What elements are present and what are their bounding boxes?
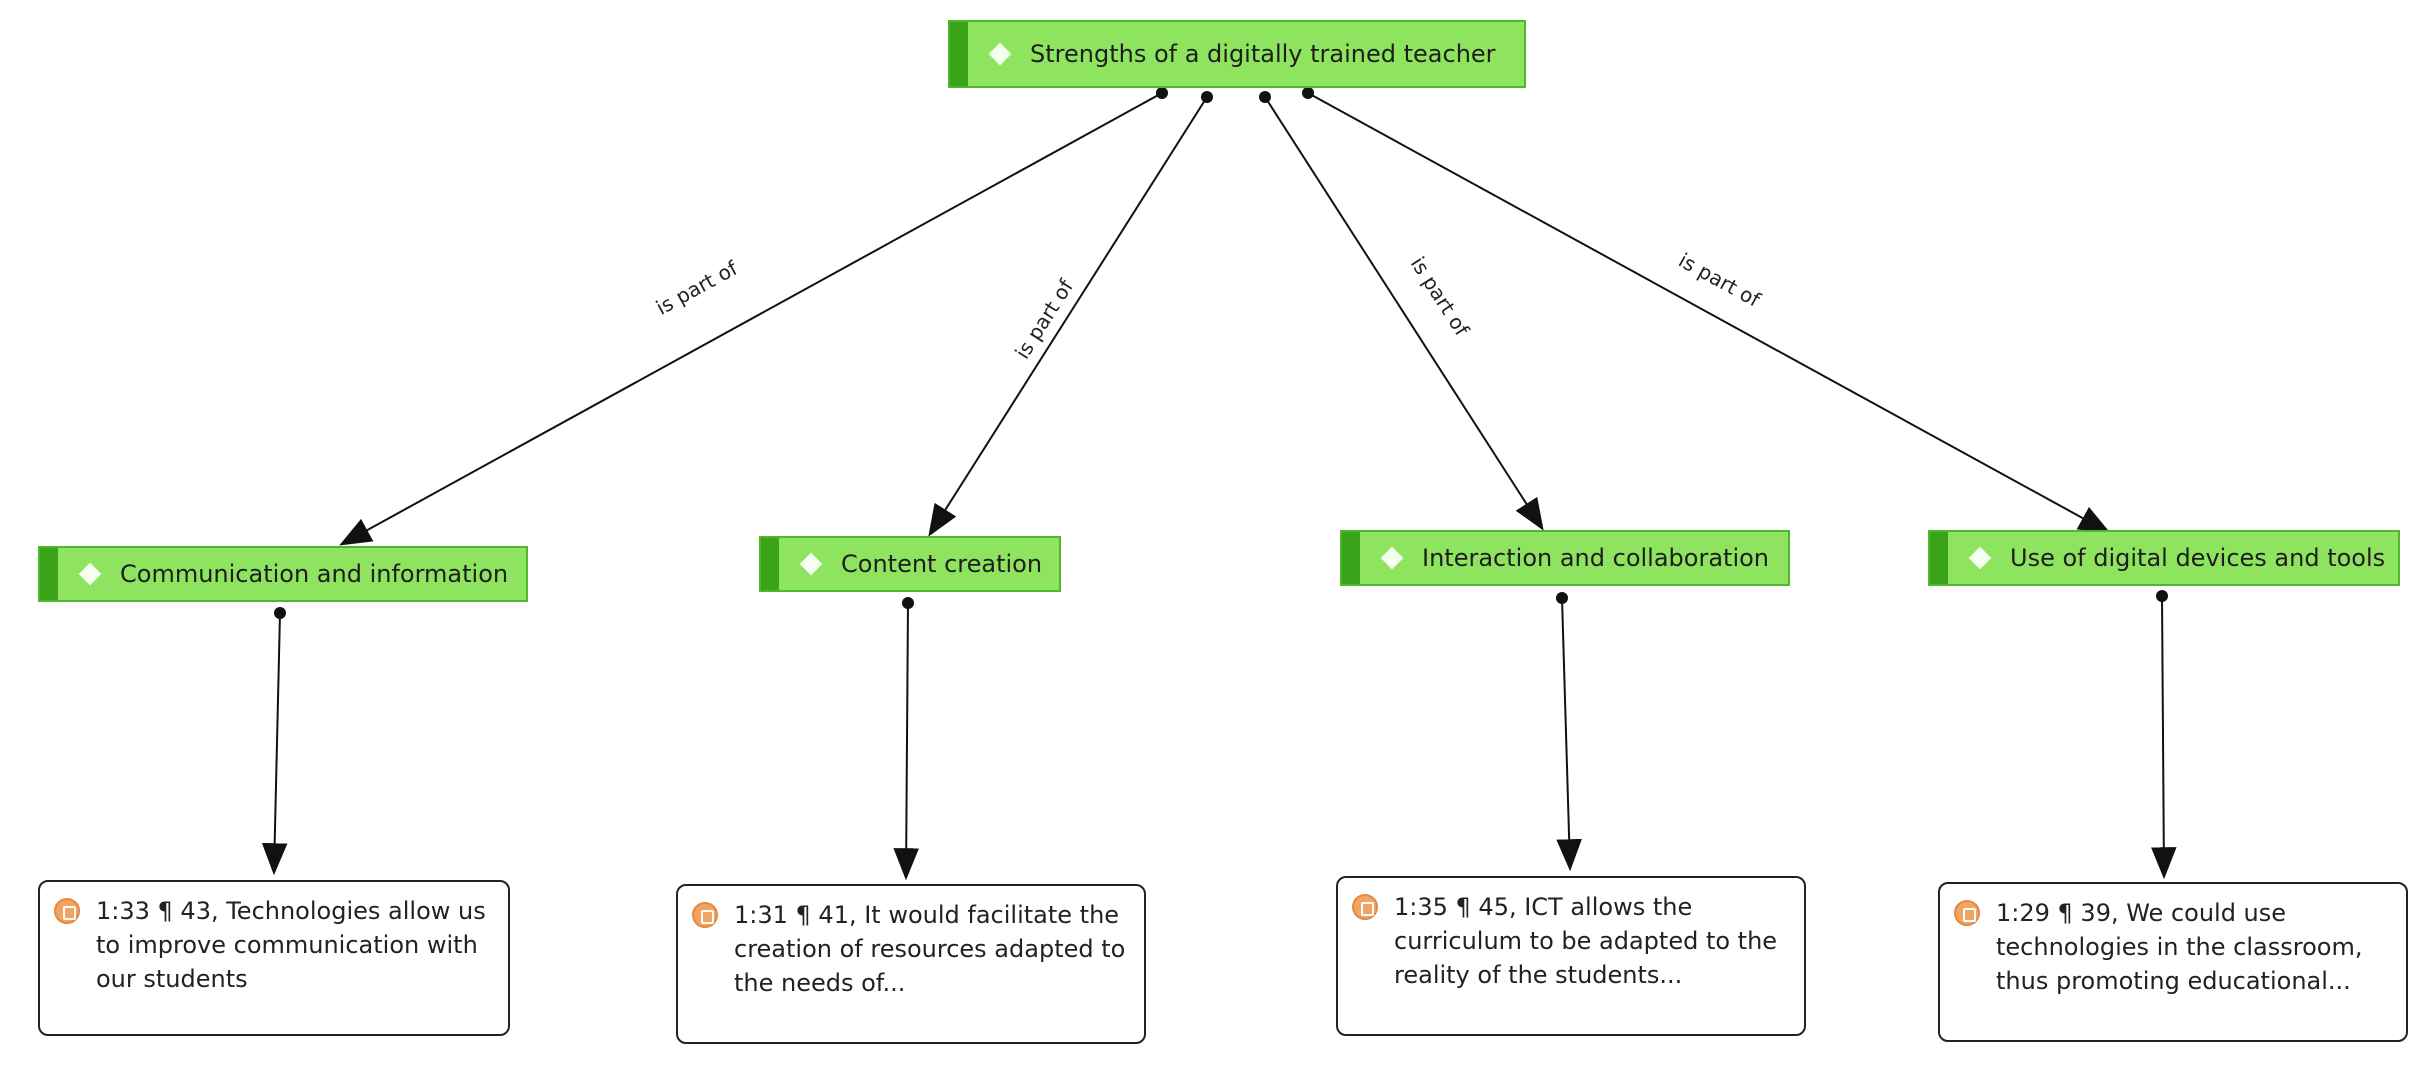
code-color-stripe [761, 538, 779, 590]
link-start-dot [1156, 87, 1168, 99]
link-root-to-devices[interactable] [1307, 92, 2111, 534]
code-label: Content creation [841, 550, 1043, 578]
code-color-stripe [950, 22, 968, 86]
link-content-to-quote[interactable] [893, 602, 920, 881]
root-code-label: Strengths of a digitally trained teacher [1030, 40, 1496, 68]
link-devices-to-quote[interactable] [2150, 595, 2177, 880]
code-color-stripe [1930, 532, 1948, 584]
link-start-dot [274, 607, 286, 619]
link-start-dot [902, 597, 914, 609]
code-label: Communication and information [120, 560, 509, 588]
quotation-text: 1:35 ¶ 45, ICT allows the curriculum to … [1394, 893, 1778, 989]
code-node-interaction[interactable]: Interaction and collaboration [1340, 530, 1790, 586]
code-label: Use of digital devices and tools [2010, 544, 2386, 572]
code-node-communication[interactable]: Communication and information [38, 546, 528, 602]
code-node-devices[interactable]: Use of digital devices and tools [1928, 530, 2400, 586]
link-label: is part of [652, 255, 742, 319]
quotation-icon [692, 902, 718, 928]
code-diamond-icon [1380, 546, 1404, 570]
link-communication-to-quote[interactable] [261, 612, 288, 876]
link-root-to-interaction[interactable] [1264, 96, 1544, 531]
code-diamond-icon [1968, 546, 1992, 570]
quotation-node[interactable]: 1:31 ¶ 41, It would facilitate the creat… [676, 884, 1146, 1044]
link-root-to-communication[interactable] [339, 92, 1163, 546]
link-start-dot [1556, 592, 1568, 604]
link-start-dot [1201, 91, 1213, 103]
link-root-to-content[interactable] [928, 96, 1208, 537]
quotation-icon [1352, 894, 1378, 920]
quotation-node[interactable]: 1:35 ¶ 45, ICT allows the curriculum to … [1336, 876, 1806, 1036]
link-start-dot [1302, 87, 1314, 99]
quotation-text: 1:33 ¶ 43, Technologies allow us to impr… [96, 897, 486, 993]
code-diamond-icon [78, 562, 102, 586]
code-color-stripe [1342, 532, 1360, 584]
code-diamond-icon [799, 552, 823, 576]
link-label: is part of [1406, 252, 1475, 341]
quotation-text: 1:31 ¶ 41, It would facilitate the creat… [734, 901, 1126, 997]
quotation-icon [54, 898, 80, 924]
quotation-text: 1:29 ¶ 39, We could use technologies in … [1996, 899, 2363, 995]
code-label: Interaction and collaboration [1422, 544, 1770, 572]
code-diamond-icon [988, 42, 1012, 66]
link-start-dot [2156, 590, 2168, 602]
root-code-node[interactable]: Strengths of a digitally trained teacher [948, 20, 1526, 88]
code-node-content[interactable]: Content creation [759, 536, 1061, 592]
link-start-dot [1259, 91, 1271, 103]
quotation-node[interactable]: 1:33 ¶ 43, Technologies allow us to impr… [38, 880, 510, 1036]
code-color-stripe [40, 548, 58, 600]
quotation-icon [1954, 900, 1980, 926]
quotation-node[interactable]: 1:29 ¶ 39, We could use technologies in … [1938, 882, 2408, 1042]
link-label: is part of [1010, 274, 1078, 363]
link-interaction-to-quote[interactable] [1556, 597, 1582, 872]
